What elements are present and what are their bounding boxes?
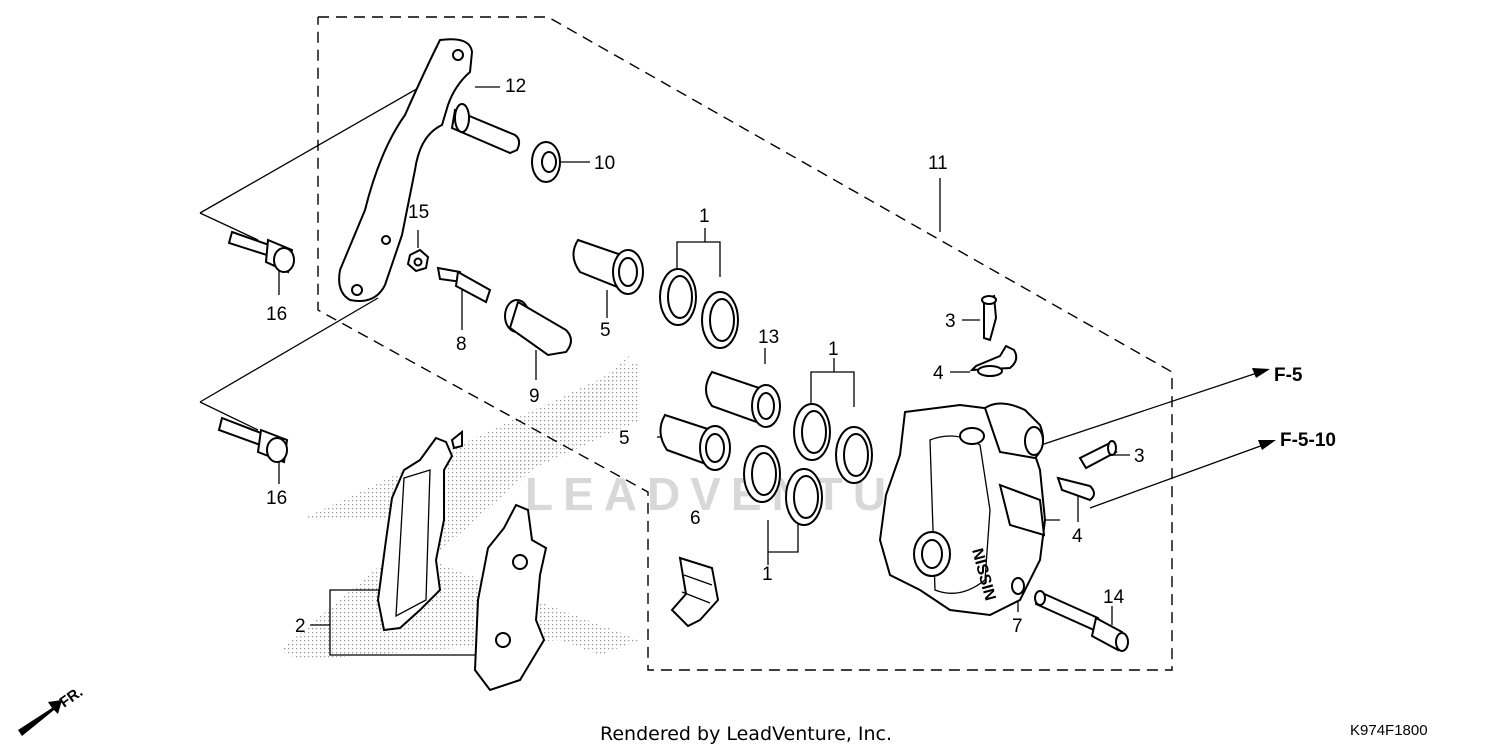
sealing-washer (1011, 577, 1025, 595)
slide-pin (436, 266, 492, 304)
leader-lines (199, 62, 1276, 656)
callout-1-top: 1 (699, 206, 710, 227)
front-label: FR. (57, 683, 87, 711)
callout-9: 9 (529, 386, 540, 407)
callout-11: 11 (928, 153, 948, 174)
flange-bolt-upper (227, 230, 295, 274)
bleed-screw-top (981, 294, 998, 342)
render-credit: Rendered by LeadVenture, Inc. (600, 723, 892, 745)
pin-bolt (504, 299, 572, 357)
bleed-screw-side (1078, 440, 1118, 470)
reference-f5-10: F-5-10 (1280, 430, 1336, 451)
front-direction-indicator: FR. (18, 683, 86, 736)
piston-upper (572, 238, 644, 295)
callout-3-top: 3 (945, 311, 956, 332)
callout-12: 12 (505, 76, 526, 97)
callout-7: 7 (1012, 616, 1023, 637)
caliper-body: NISSIN (878, 402, 1047, 617)
guide-pin (1034, 590, 1129, 652)
callout-6: 6 (690, 508, 701, 529)
callout-labels: 12 10 11 15 1 16 5 8 13 1 3 4 9 5 3 16 6… (266, 76, 1145, 637)
flange-bolt-lower (217, 416, 289, 464)
callout-4-top: 4 (933, 363, 944, 384)
callout-5-upper: 5 (600, 320, 611, 341)
brake-pad-rear (473, 503, 548, 692)
callout-14: 14 (1103, 587, 1125, 608)
callout-10: 10 (594, 153, 615, 174)
callout-2: 2 (295, 616, 306, 637)
callout-15: 15 (408, 202, 429, 223)
callout-5-lower: 5 (619, 428, 630, 449)
callout-1-bottom: 1 (762, 564, 773, 585)
clip-upper (969, 344, 1018, 377)
callout-3-side: 3 (1134, 446, 1145, 467)
piston-lower (659, 413, 731, 471)
caliper-assembly-outline (317, 16, 1173, 671)
piston-small (705, 370, 781, 428)
callout-8: 8 (456, 334, 467, 355)
clip-lower (1056, 476, 1095, 502)
callout-13: 13 (758, 327, 779, 348)
nut (406, 248, 430, 273)
seal-rings (659, 268, 873, 526)
callout-16-lower: 16 (266, 488, 287, 509)
pin-boot (531, 141, 561, 183)
caliper-bracket (338, 38, 521, 302)
pad-spring (670, 556, 720, 628)
brake-pad-front (376, 429, 463, 632)
callout-16-upper: 16 (266, 304, 287, 325)
callout-4-side: 4 (1072, 526, 1083, 547)
diagram-code: K974F1800 (1350, 722, 1428, 739)
stipple-watermark (280, 355, 640, 660)
callout-1-middle: 1 (828, 339, 839, 360)
reference-f5: F-5 (1274, 365, 1303, 386)
